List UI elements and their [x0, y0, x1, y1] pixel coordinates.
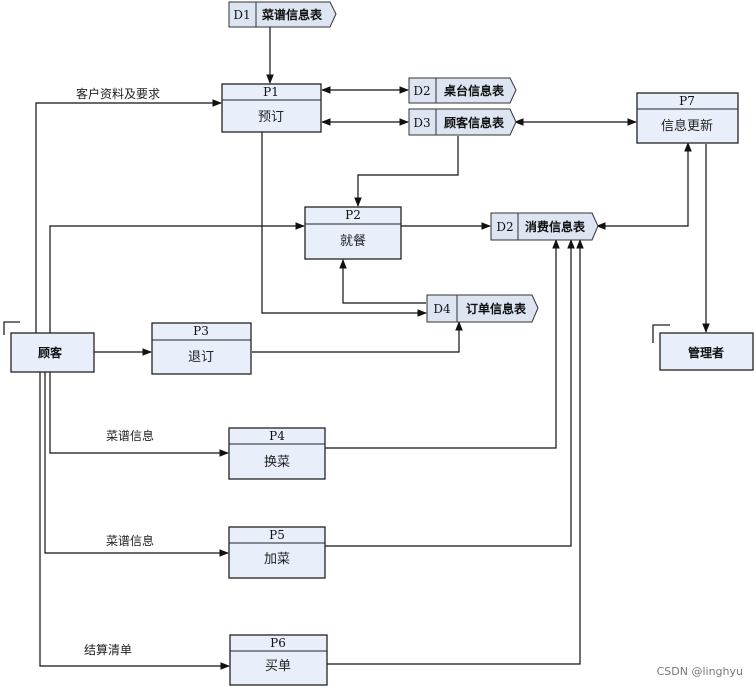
flow-label-bill: 结算清单: [84, 642, 132, 657]
store-id: D1: [233, 8, 250, 22]
flow-customer-p6: [39, 372, 230, 670]
entity-name: 管理者: [688, 345, 724, 360]
flow-p3-d4: [252, 321, 463, 353]
process-p7: P7 信息更新: [636, 92, 739, 144]
process-name: 就餐: [340, 233, 366, 249]
entity-admin: 管理者: [652, 324, 754, 371]
store-name: 顾客信息表: [444, 115, 505, 130]
store-d2-consume: D2 消费信息表: [490, 212, 599, 241]
flow-label-customer-info: 客户资料及要求: [76, 86, 160, 101]
process-id: P1: [263, 85, 279, 99]
flow-label-menu-info-1: 菜谱信息: [106, 428, 154, 443]
process-name: 买单: [265, 659, 291, 674]
process-id: P7: [679, 94, 695, 108]
process-id: P6: [270, 636, 286, 650]
process-p5: P5 加菜: [228, 526, 326, 579]
flow-d2-consume-p7: [596, 142, 692, 230]
watermark-text: CSDN @linghyu: [657, 665, 743, 678]
store-id: D3: [413, 116, 430, 130]
store-d2-table: D2 桌台信息表: [408, 77, 517, 104]
process-id: P3: [193, 324, 209, 338]
process-id: P5: [269, 528, 285, 542]
entity-customer: 顾客: [3, 321, 95, 373]
process-name: 退订: [188, 350, 214, 365]
process-id: P2: [345, 208, 361, 222]
process-name: 加菜: [264, 552, 290, 567]
store-name: 消费信息表: [525, 219, 586, 234]
process-p2: P2 就餐: [304, 206, 402, 260]
flow-customer-p2: [49, 222, 305, 333]
store-d3-customer: D3 顾客信息表: [408, 108, 517, 136]
flow-customer-p1: [35, 99, 222, 333]
process-name: 预订: [258, 110, 284, 125]
process-name: 换菜: [264, 455, 290, 470]
flow-d3-p2: [354, 136, 459, 207]
store-id: D2: [413, 84, 430, 98]
process-p3: P3 退订: [151, 322, 252, 375]
store-id: D2: [496, 220, 513, 234]
flow-p1-d4: [261, 132, 427, 317]
flow-p4-consume: [325, 239, 560, 449]
flow-label-menu-info-2: 菜谱信息: [106, 533, 154, 548]
store-name: 桌台信息表: [443, 83, 505, 98]
store-d1-menu: D1 菜谱信息表: [228, 1, 337, 28]
flow-p6-consume: [327, 239, 584, 665]
flow-d4-p2: [339, 259, 426, 304]
flow-customer-p4: [49, 372, 229, 457]
store-name: 订单信息表: [466, 301, 527, 316]
flows: [35, 27, 710, 670]
store-id: D4: [433, 302, 451, 316]
flow-customer-p5: [44, 372, 229, 557]
process-id: P4: [269, 429, 285, 443]
process-name: 信息更新: [661, 118, 713, 134]
process-p4: P4 换菜: [228, 427, 326, 480]
process-p1: P1 预订: [221, 83, 322, 133]
flow-p5-consume: [325, 239, 575, 547]
entity-name: 顾客: [38, 345, 63, 360]
store-name: 菜谱信息表: [261, 7, 323, 22]
store-d4-order: D4 订单信息表: [426, 294, 539, 323]
process-p6: P6 买单: [229, 634, 328, 686]
